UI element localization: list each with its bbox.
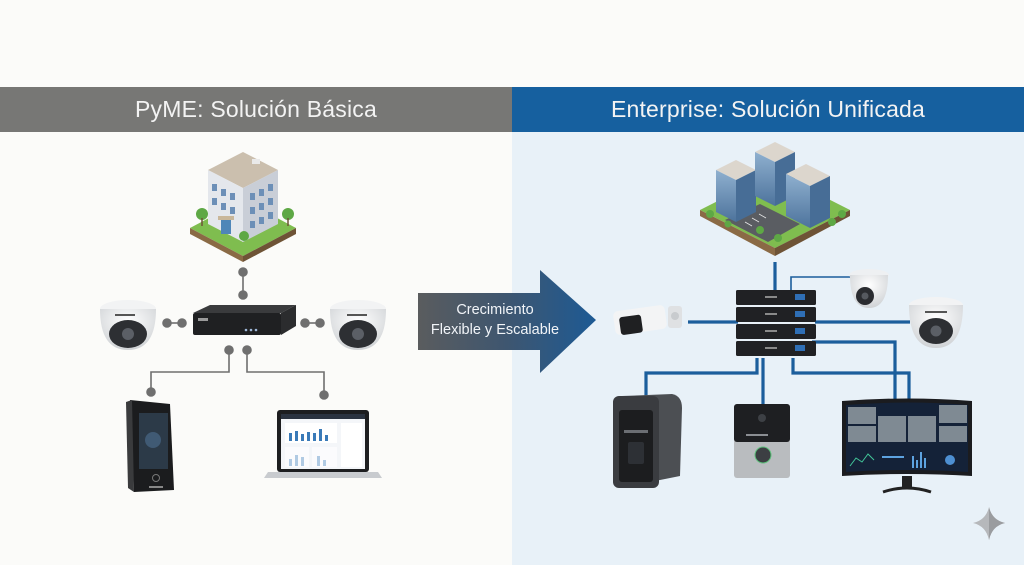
dome-camera-right-icon [330, 300, 386, 350]
dome-camera-left-icon [100, 300, 156, 350]
enterprise-header: Enterprise: Solución Unificada [512, 87, 1024, 132]
intercom-icon [734, 404, 790, 478]
connector-node [315, 318, 325, 328]
connector-node [224, 345, 234, 355]
connector-node [238, 267, 248, 277]
nvr-icon [193, 305, 296, 335]
fingerprint-reader-icon [613, 394, 682, 488]
enterprise-connectors [644, 262, 911, 405]
laptop-icon [264, 410, 382, 478]
connector-node [162, 318, 172, 328]
connector-laptop [246, 350, 325, 395]
building-icon [190, 152, 296, 262]
connector-node [177, 318, 187, 328]
access-terminal-icon [126, 400, 174, 492]
pyme-header: PyME: Solución Básica [0, 87, 512, 132]
campus-icon [700, 142, 850, 256]
connector-node [242, 345, 252, 355]
connector-node [238, 290, 248, 300]
connector-node [300, 318, 310, 328]
connector-monitor-a [812, 340, 897, 405]
dome-camera-right-enterprise-icon [909, 297, 963, 348]
connector-node [146, 387, 156, 397]
pyme-connectors [146, 267, 329, 400]
connector-turret [790, 276, 850, 290]
connector-node [319, 390, 329, 400]
growth-arrow-line2: Flexible y Escalable [430, 322, 560, 338]
bullet-camera-icon [613, 305, 682, 335]
connector-terminal [150, 350, 230, 392]
monitor-icon [842, 398, 972, 494]
enterprise-title: Enterprise: Solución Unificada [610, 96, 926, 122]
turret-camera-icon [849, 269, 889, 308]
growth-arrow-line1: Crecimiento [456, 302, 534, 318]
pyme-title: PyME: Solución Básica [135, 96, 377, 122]
server-rack-icon [736, 290, 816, 356]
growth-arrow [418, 270, 596, 373]
connector-reader [644, 358, 759, 400]
connector-monitor-b [791, 358, 911, 405]
sparkle-icon [973, 507, 1005, 540]
growth-arrow-label: Crecimiento Flexible y Escalable [420, 300, 570, 340]
